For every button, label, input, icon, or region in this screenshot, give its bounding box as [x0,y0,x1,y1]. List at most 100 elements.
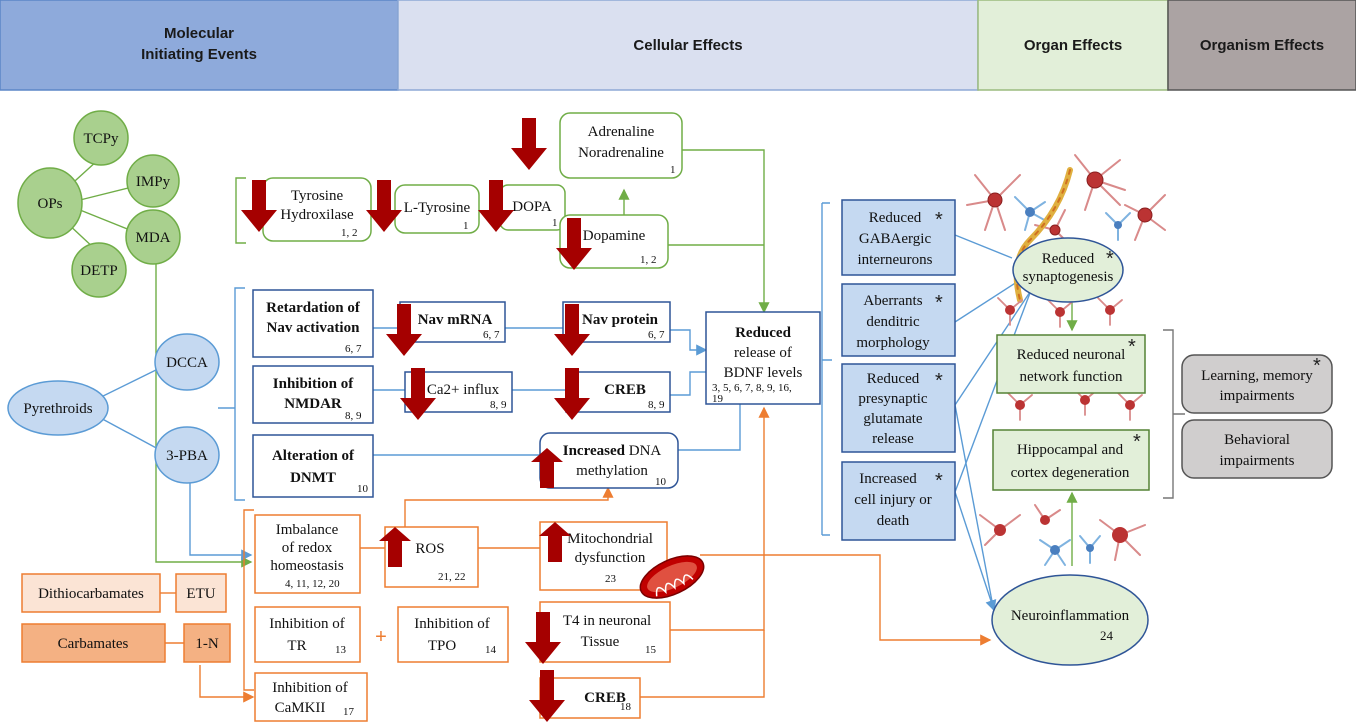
dna-methylation-rest: DNA [625,443,661,459]
node-etu [175,573,227,613]
glut-line1: Reduced [867,371,920,387]
imbalance-line2: of redox [282,540,333,556]
bdnf-ref2: 19 [712,393,724,405]
dna-methylation-line1: Increased DNA [563,443,662,459]
node-dithiocarbamates [21,573,161,613]
dend-line3: morphology [856,335,930,351]
box-network [996,334,1146,394]
camkii-line1: Inhibition of [272,680,347,696]
cell-line3: death [877,513,910,529]
node-detp [71,242,127,298]
node-etu-label: ETU [186,586,215,602]
box-adrenaline [559,112,683,179]
node-pyrethroids-label: Pyrethroids [23,401,92,417]
mitochondrion-icon [639,555,705,599]
tr-line1: Inhibition of [269,616,344,632]
box-behavioral [1181,419,1333,479]
node-pyrethroids [7,380,109,436]
box-imbalance [254,514,361,594]
gaba-star: * [935,209,943,231]
node-impy-label: IMPy [136,174,171,190]
tyrosine-hydroxilase-line2: Hydroxilase [280,207,354,223]
header-organ-label: Organ Effects [1024,37,1122,54]
box-ltyrosine [394,184,480,234]
box-dopamine [559,214,669,269]
cellular-outcomes: Reduced GABAergic interneurons * Aberran… [841,199,956,541]
retardation-ref: 6, 7 [345,343,362,355]
ltyrosine-label: L-Tyrosine [404,200,471,216]
inhibition-nmdar-line2: NMDAR [284,396,342,412]
mito-line1: Mitochondrial [567,531,653,547]
hippo-line2: cortex degeneration [1011,465,1130,481]
node-dithiocarbamates-label: Dithiocarbamates [38,586,144,602]
tpo-ref: 14 [485,644,497,656]
tyrosine-hydroxilase-ref: 1, 2 [341,227,358,239]
gaba-line3: interneurons [858,252,933,268]
dopamine-label: Dopamine [583,228,646,244]
box-glutamate [841,363,956,453]
nav-protein-ref: 6, 7 [648,329,665,341]
alteration-line1: Alteration of [272,448,355,464]
glut-line4: release [872,431,914,447]
ca-influx-ref: 8, 9 [490,399,507,411]
node-carbamates-label: Carbamates [58,636,129,652]
tpo-line2: TPO [428,638,457,654]
gaba-line1: Reduced [869,210,922,226]
cell-star: * [935,470,943,492]
cell-line2: cell injury or [854,492,931,508]
box-alteration-dnmt [252,434,374,498]
camkii-ref: 17 [343,706,355,718]
node-dcca-label: DCCA [166,355,208,371]
retardation-line1: Retardation of [266,300,361,316]
node-mda-label: MDA [135,230,170,246]
node-impy [126,154,180,208]
node-3pba [154,426,220,484]
t4-ref: 15 [645,644,657,656]
header-molecular-line2: Initiating Events [141,46,257,63]
pyrethroid-cluster: Pyrethroids DCCA 3-PBA [7,333,220,484]
plus-sign: + [375,626,387,648]
box-inhibition-tr [254,606,361,663]
box-synaptogenesis [1012,237,1124,303]
box-gaba [841,199,956,276]
node-tcpy [73,110,129,166]
gaba-line2: GABAergic [859,231,932,247]
neuron-illustration-icon [966,154,1166,566]
bdnf-line2: release of [734,345,792,361]
pyrethroid-pathway: Retardation of Nav activation 6, 7 Nav m… [252,289,821,498]
node-ops-label: OPs [37,196,62,212]
ca-influx-label: Ca2+ influx [427,382,500,398]
bdnf-line3: BDNF levels [724,365,803,381]
node-mda [125,209,181,265]
tpo-line1: Inhibition of [414,616,489,632]
node-carbamates [21,623,166,663]
header-cellular-label: Cellular Effects [633,37,742,54]
box-inhibition-nmdar [252,365,374,424]
t4-line1: T4 in neuronal [563,613,651,629]
box-neuroinflammation [991,574,1149,666]
node-1n-label: 1-N [195,636,218,652]
oxidative-thyroid-pathway: Imbalance of redox homeostasis 4, 11, 12… [254,514,705,722]
organ-effects: Reduced synaptogenesis * Reduced neurona… [991,237,1150,666]
box-hippocampal [992,429,1150,491]
catecholamine-pathway: Adrenaline Noradrenaline 1 Tyrosine Hydr… [241,112,683,270]
learning-line1: Learning, memory [1201,368,1313,384]
alteration-line2: DNMT [290,470,336,486]
synapto-line2: synaptogenesis [1023,269,1114,285]
nav-mrna-label: Nav mRNA [418,312,493,328]
node-ops [17,167,83,239]
alteration-ref: 10 [357,483,369,495]
creb-ref: 8, 9 [648,399,665,411]
node-detp-label: DETP [80,263,118,279]
adrenaline-label: Adrenaline [588,124,655,140]
imbalance-line1: Imbalance [276,522,339,538]
dend-line2: denditric [866,314,920,330]
inhibition-nmdar-ref: 8, 9 [345,410,362,422]
box-retardation [252,289,374,358]
network-line1: Reduced neuronal [1017,347,1126,363]
header-molecular-line1: Molecular [164,25,234,42]
ltyrosine-ref: 1 [463,220,469,232]
op-cluster: TCPy IMPy OPs MDA DETP [17,110,181,298]
tr-line2: TR [287,638,306,654]
